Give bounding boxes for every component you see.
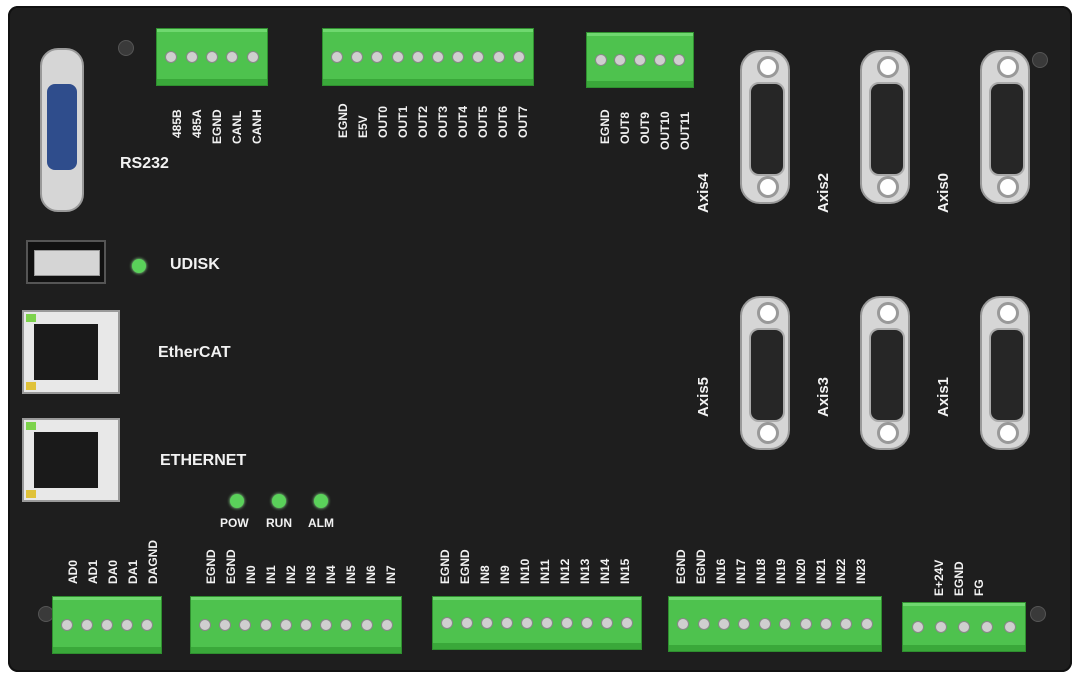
label-in3: IN3: [304, 565, 318, 584]
terminal-block-can[interactable]: [156, 28, 268, 86]
udisk-led: [132, 259, 146, 273]
ethercat-label: EtherCAT: [158, 344, 231, 361]
label-egnd: EGND: [952, 561, 966, 596]
alm-label: ALM: [308, 516, 334, 530]
terminal-block-out-b[interactable]: [586, 32, 694, 88]
label-dagnd: DAGND: [146, 540, 160, 584]
label-in20: IN20: [794, 558, 808, 584]
axis3-label: Axis3: [815, 376, 832, 417]
axis4-connector[interactable]: [740, 50, 790, 204]
udisk-label: UDISK: [170, 256, 220, 273]
label-out9: OUT9: [638, 111, 652, 144]
label-in0: IN0: [244, 565, 258, 584]
label-in22: IN22: [834, 558, 848, 584]
rs232-port[interactable]: [40, 48, 84, 212]
label-egnd: EGND: [458, 549, 472, 584]
label-in12: IN12: [558, 558, 572, 584]
label-egnd: EGND: [674, 549, 688, 584]
label-out1: OUT1: [396, 105, 410, 138]
run-led: [272, 494, 286, 508]
label-ad1: AD1: [86, 559, 100, 584]
label-egnd: EGND: [694, 549, 708, 584]
screw-top-left: [118, 40, 134, 56]
label-485b: 485B: [170, 109, 184, 138]
label-egnd: EGND: [598, 109, 612, 144]
label-in6: IN6: [364, 565, 378, 584]
label-egnd: EGND: [224, 549, 238, 584]
label-in19: IN19: [774, 558, 788, 584]
label-in10: IN10: [518, 558, 532, 584]
label-in23: IN23: [854, 558, 868, 584]
ethercat-port[interactable]: [22, 310, 120, 394]
rs232-label: RS232: [120, 155, 169, 172]
label-da1: DA1: [126, 559, 140, 584]
label-in11: IN11: [538, 559, 552, 584]
run-label: RUN: [266, 516, 292, 530]
label-e5v: E5V: [356, 115, 370, 138]
label-egnd: EGND: [438, 549, 452, 584]
terminal-block-in-a[interactable]: [190, 596, 402, 654]
axis4-label: Axis4: [695, 172, 712, 213]
label-egnd: EGND: [204, 549, 218, 584]
label-da0: DA0: [106, 559, 120, 584]
label-in2: IN2: [284, 565, 298, 584]
axis2-connector[interactable]: [860, 50, 910, 204]
label-egnd: EGND: [336, 103, 350, 138]
label-out8: OUT8: [618, 111, 632, 144]
ethernet-port[interactable]: [22, 418, 120, 502]
label-485a: 485A: [190, 109, 204, 138]
label-out0: OUT0: [376, 105, 390, 138]
label-in4: IN4: [324, 565, 338, 584]
label-e24v: E+24V: [932, 559, 946, 596]
label-in1: IN1: [264, 565, 278, 584]
ethernet-label: ETHERNET: [160, 452, 247, 469]
axis0-connector[interactable]: [980, 50, 1030, 204]
axis1-connector[interactable]: [980, 296, 1030, 450]
label-in17: IN17: [734, 558, 748, 584]
label-out10: OUT10: [658, 111, 672, 150]
label-in15: IN15: [618, 558, 632, 584]
axis2-label: Axis2: [815, 172, 832, 213]
label-egnd: EGND: [210, 109, 224, 144]
terminal-block-power[interactable]: [902, 602, 1026, 652]
label-out5: OUT5: [476, 105, 490, 138]
label-in16: IN16: [714, 558, 728, 584]
label-out2: OUT2: [416, 105, 430, 138]
label-out4: OUT4: [456, 105, 470, 138]
label-in21: IN21: [814, 558, 828, 584]
axis5-label: Axis5: [695, 376, 712, 417]
pow-led: [230, 494, 244, 508]
pow-label: POW: [220, 516, 249, 530]
label-canl: CANL: [230, 110, 244, 144]
axis0-label: Axis0: [935, 172, 952, 213]
label-in7: IN7: [384, 565, 398, 584]
label-canh: CANH: [250, 109, 264, 144]
label-out7: OUT7: [516, 105, 530, 138]
label-in13: IN13: [578, 558, 592, 584]
label-in14: IN14: [598, 558, 612, 584]
terminal-block-in-c[interactable]: [668, 596, 882, 652]
axis5-connector[interactable]: [740, 296, 790, 450]
terminal-block-in-b[interactable]: [432, 596, 642, 650]
label-in8: IN8: [478, 565, 492, 584]
screw-bottom-right: [1030, 606, 1046, 622]
label-out6: OUT6: [496, 105, 510, 138]
label-in9: IN9: [498, 565, 512, 584]
label-out11: OUT11: [678, 111, 692, 150]
label-in5: IN5: [344, 565, 358, 584]
axis1-label: Axis1: [935, 376, 952, 417]
label-ad0: AD0: [66, 559, 80, 584]
label-out3: OUT3: [436, 105, 450, 138]
axis3-connector[interactable]: [860, 296, 910, 450]
usb-port[interactable]: [26, 240, 106, 284]
label-in18: IN18: [754, 558, 768, 584]
label-fg: FG: [972, 579, 986, 596]
terminal-block-analog[interactable]: [52, 596, 162, 654]
alm-led: [314, 494, 328, 508]
terminal-block-out-a[interactable]: [322, 28, 534, 86]
screw-top-right: [1032, 52, 1048, 68]
